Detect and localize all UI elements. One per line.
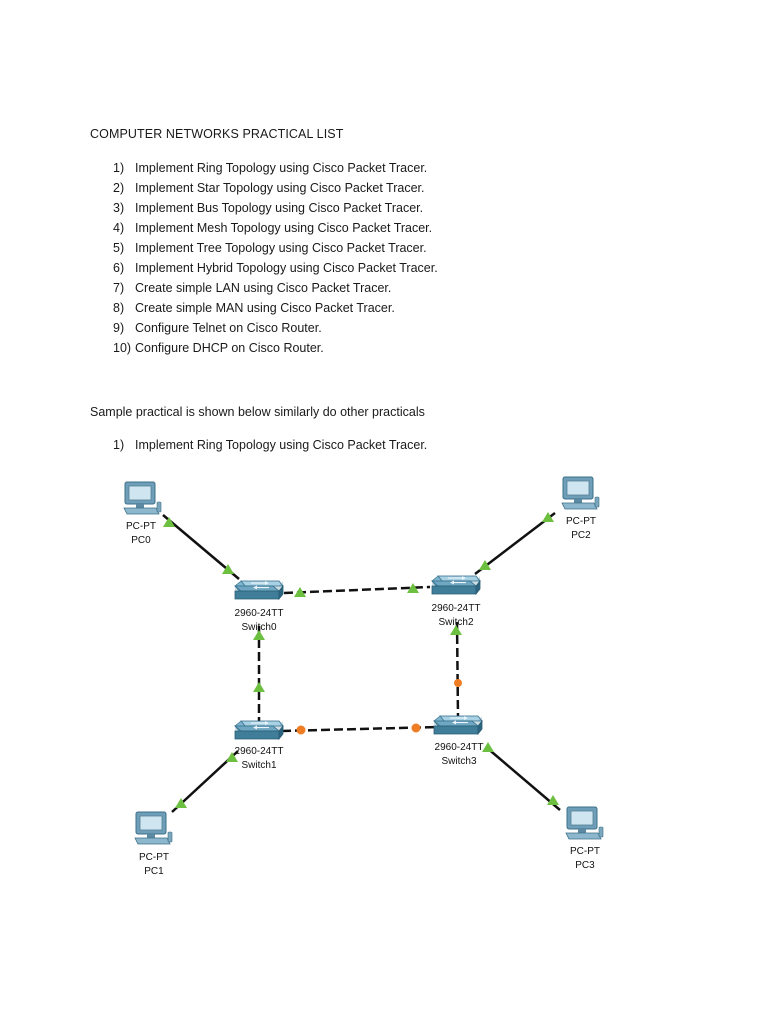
pc-icon <box>134 811 173 845</box>
list-number: 2) <box>113 181 125 195</box>
list-item: 5) Implement Tree Topology using Cisco Pa… <box>113 240 438 260</box>
switch0-name-label: Switch0 <box>241 622 276 633</box>
list-item: 2) Implement Star Topology using Cisco Pa… <box>113 180 438 200</box>
switch2-node[interactable]: 2960-24TT Switch2 <box>431 575 481 628</box>
link-pc2-switch2 <box>474 512 556 575</box>
switch1-node[interactable]: 2960-24TT Switch1 <box>234 720 284 771</box>
sample-intro: Sample practical is shown below similarl… <box>90 405 425 419</box>
link-up-indicator <box>253 682 265 692</box>
pc0-type-label: PC-PT <box>126 521 156 532</box>
link-up-indicator <box>407 583 419 593</box>
list-item: 7) Create simple LAN using Cisco Packet T… <box>113 280 438 300</box>
list-text: Create simple MAN using Cisco Packet Tra… <box>135 301 395 315</box>
link-blocked-indicator <box>454 679 462 687</box>
list-text: Implement Ring Topology using Cisco Pack… <box>135 438 428 452</box>
pc-icon <box>565 806 604 840</box>
link-up-indicator <box>175 798 187 808</box>
switch-icon <box>234 720 284 740</box>
list-text: Configure DHCP on Cisco Router. <box>135 341 324 355</box>
list-number: 8) <box>113 301 125 315</box>
list-number: 1) <box>113 438 125 452</box>
link-switch2-switch3 <box>455 621 460 719</box>
list-item: 9) Configure Telnet on Cisco Router. <box>113 320 438 340</box>
document-heading: COMPUTER NETWORKS PRACTICAL LIST <box>90 127 344 141</box>
pc-icon <box>123 481 162 515</box>
list-text: Implement Ring Topology using Cisco Pack… <box>135 161 428 175</box>
switch0-model-label: 2960-24TT <box>235 608 284 619</box>
list-item: 6) Implement Hybrid Topology using Cisco … <box>113 260 438 280</box>
link-status-indicators <box>163 512 559 808</box>
list-text: Configure Telnet on Cisco Router. <box>135 321 322 335</box>
link-up-indicator <box>450 625 462 635</box>
link-up-indicator <box>222 564 234 574</box>
link-switch0-switch2 <box>283 585 431 595</box>
pc1-node[interactable]: PC-PT PC1 <box>134 811 173 877</box>
list-number: 9) <box>113 321 125 335</box>
sample-list-item: 1) Implement Ring Topology using Cisco Pa… <box>113 438 427 452</box>
switch1-model-label: 2960-24TT <box>235 746 284 757</box>
switch2-model-label: 2960-24TT <box>432 603 481 614</box>
link-up-indicator <box>542 512 554 522</box>
list-text: Implement Star Topology using Cisco Pack… <box>135 181 425 195</box>
link-up-indicator <box>482 742 494 752</box>
pc0-name-label: PC0 <box>131 535 151 546</box>
list-item: 4) Implement Mesh Topology using Cisco Pa… <box>113 220 438 240</box>
link-up-indicator <box>294 587 306 597</box>
switch-icon <box>234 580 284 600</box>
list-item: 1) Implement Ring Topology using Cisco Pa… <box>113 160 438 180</box>
link-blocked-indicator <box>411 723 421 733</box>
list-number: 10) <box>113 341 132 355</box>
list-number: 4) <box>113 221 125 235</box>
list-number: 5) <box>113 241 125 255</box>
pc-icon <box>561 476 600 510</box>
pc3-node[interactable]: PC-PT PC3 <box>565 806 604 871</box>
link-up-indicator <box>253 630 265 640</box>
switch-icon <box>431 575 481 595</box>
list-number: 3) <box>113 201 125 215</box>
switch3-node[interactable]: 2960-24TT Switch3 <box>433 715 484 767</box>
pc0-node[interactable]: PC-PT PC0 <box>123 481 162 546</box>
switch3-name-label: Switch3 <box>441 756 476 767</box>
switch1-name-label: Switch1 <box>241 760 276 771</box>
pc2-type-label: PC-PT <box>566 516 596 527</box>
list-text: Implement Hybrid Topology using Cisco Pa… <box>135 261 438 275</box>
link-up-indicator <box>547 795 559 805</box>
pc3-name-label: PC3 <box>575 860 595 871</box>
list-text: Implement Tree Topology using Cisco Pack… <box>135 241 427 255</box>
list-text: Create simple LAN using Cisco Packet Tra… <box>135 281 392 295</box>
list-item: 10)Configure DHCP on Cisco Router. <box>113 340 438 360</box>
list-text: Implement Bus Topology using Cisco Packe… <box>135 201 424 215</box>
link-up-indicator <box>479 560 491 570</box>
list-number: 6) <box>113 261 125 275</box>
list-number: 1) <box>113 161 125 175</box>
link-pc3-switch3 <box>485 746 561 811</box>
switch3-model-label: 2960-24TT <box>435 742 484 753</box>
switch0-node[interactable]: 2960-24TT Switch0 <box>234 580 284 633</box>
pc2-name-label: PC2 <box>571 530 591 541</box>
link-blocked-indicator <box>296 725 306 735</box>
pc2-node[interactable]: PC-PT PC2 <box>561 476 600 541</box>
pc1-name-label: PC1 <box>144 866 164 877</box>
list-text: Implement Mesh Topology using Cisco Pack… <box>135 221 433 235</box>
link-up-indicator <box>226 752 238 762</box>
practical-list: 1) Implement Ring Topology using Cisco Pa… <box>113 160 438 360</box>
link-up-indicator <box>163 517 175 527</box>
list-number: 7) <box>113 281 125 295</box>
switch2-name-label: Switch2 <box>438 617 473 628</box>
pc1-type-label: PC-PT <box>139 852 169 863</box>
pc3-type-label: PC-PT <box>570 846 600 857</box>
list-item: 3) Implement Bus Topology using Cisco Pac… <box>113 200 438 220</box>
switch-icon <box>433 715 483 735</box>
list-item: 8) Create simple MAN using Cisco Packet T… <box>113 300 438 320</box>
